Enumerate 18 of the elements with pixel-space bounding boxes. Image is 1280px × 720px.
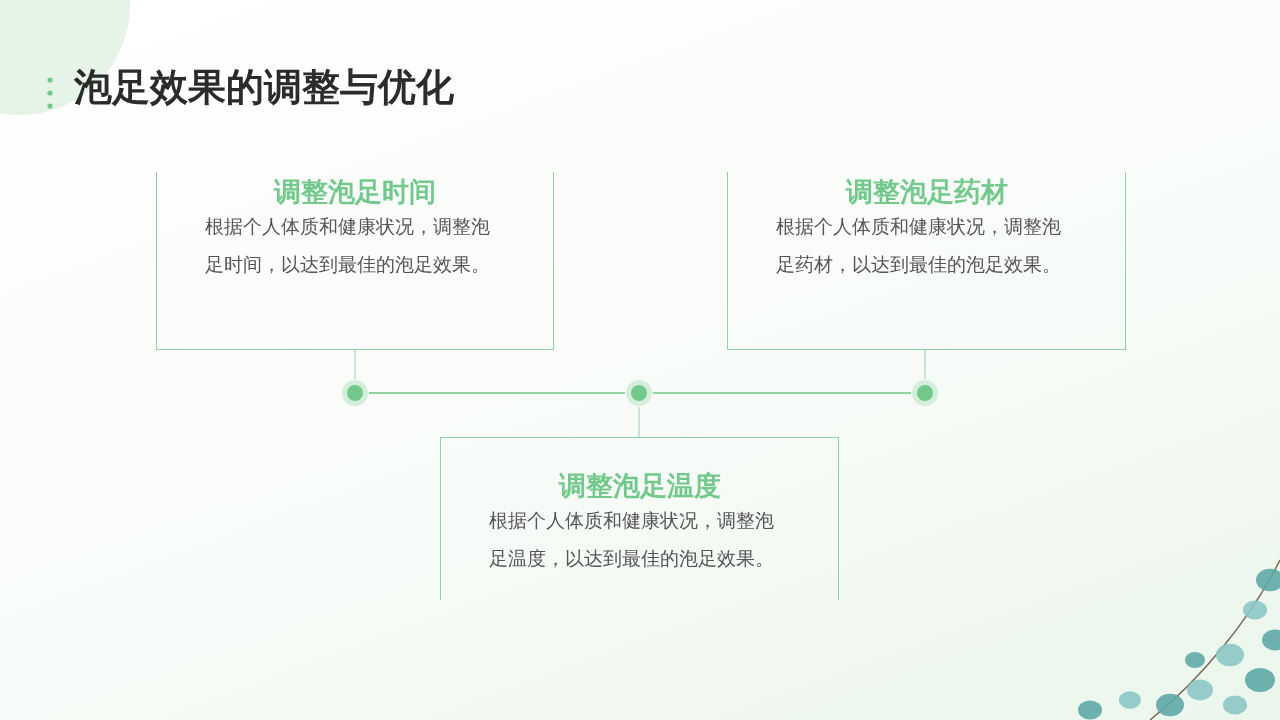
text-box	[727, 172, 1126, 350]
slide-title: 泡足效果的调整与优化	[74, 64, 454, 111]
connector-line	[368, 392, 626, 394]
box-heading: 调整泡足药材	[844, 175, 1009, 209]
box-text: 根据个人体质和健康状况，调整泡足温度，以达到最佳的泡足效果。	[489, 509, 775, 571]
timeline-dot	[911, 379, 939, 407]
box-text: 根据个人体质和健康状况，调整泡足时间，以达到最佳的泡足效果。	[205, 215, 491, 277]
timeline-dot	[625, 379, 653, 407]
box-text: 根据个人体质和健康状况，调整泡足药材，以达到最佳的泡足效果。	[776, 215, 1062, 277]
text-box	[440, 437, 839, 600]
connector-line	[652, 392, 912, 394]
box-heading: 调整泡足温度	[557, 469, 722, 503]
connector-line	[924, 349, 926, 380]
text-box	[156, 172, 554, 350]
timeline-dot	[341, 379, 369, 407]
connector-line	[354, 349, 356, 380]
connector-line	[638, 406, 640, 438]
box-heading: 调整泡足时间	[272, 175, 437, 209]
